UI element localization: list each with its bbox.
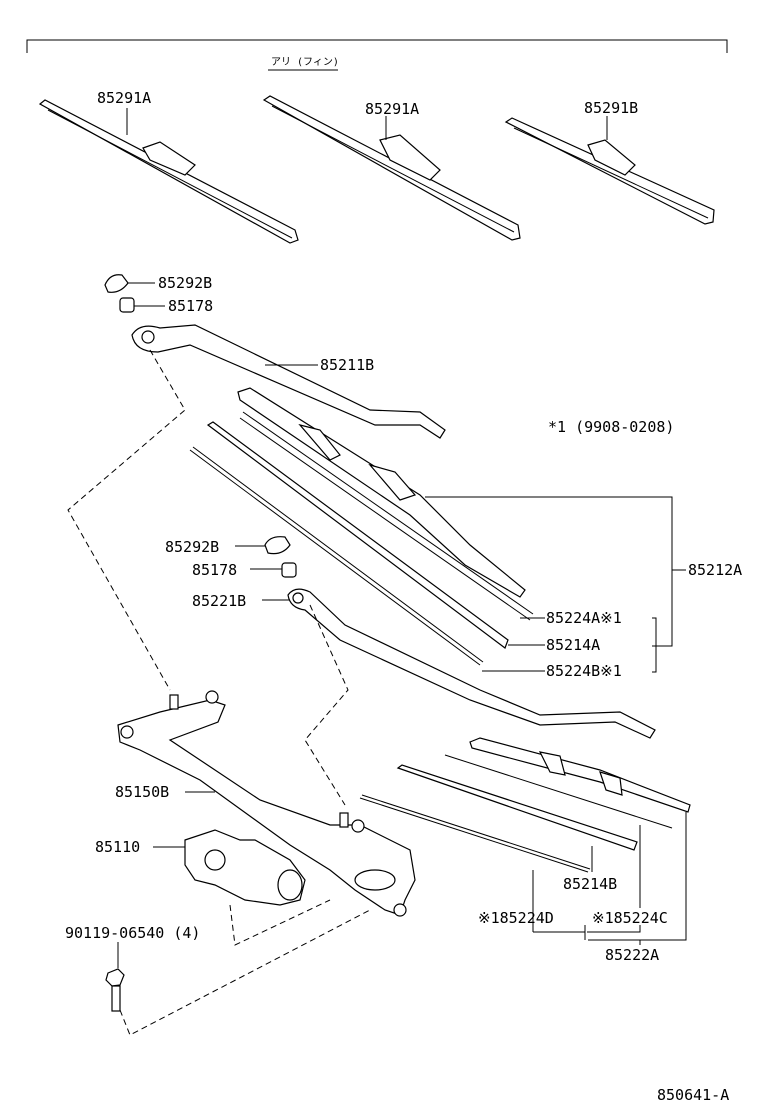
bracket-85212A [425, 496, 673, 647]
spring-strip-lower-c [444, 754, 673, 829]
dashed-link-upper-arm [67, 349, 186, 691]
wiper-arm-upper [131, 324, 446, 439]
label-85214B: 85214B [563, 875, 617, 893]
label-85224B: 85224B※1 [546, 662, 622, 680]
label-85110: 85110 [95, 838, 140, 856]
label-85291A-2: 85291A [365, 100, 419, 118]
nut-upper [119, 297, 135, 313]
wiper-arm-lower [287, 588, 656, 739]
nut-lower [281, 562, 297, 578]
label-85214A: 85214A [546, 636, 600, 654]
label-85224A: 85224A※1 [546, 609, 622, 627]
label-85222A: 85222A [605, 946, 659, 964]
label-90119: 90119-06540 (4) [65, 924, 200, 942]
frame-bracket [26, 39, 728, 53]
dashed-link-motor [229, 899, 331, 946]
wiper-blade-3 [504, 117, 715, 225]
label-85211B: 85211B [320, 356, 374, 374]
blade-rubber-upper [206, 421, 509, 649]
label-85212A: 85212A [688, 561, 742, 579]
bolt [105, 968, 125, 1012]
label-85291B: 85291B [584, 99, 638, 117]
wiper-blade-1 [38, 99, 299, 244]
bracket-85222A [588, 812, 687, 941]
header-note: アリ (フィン) [271, 57, 339, 68]
pivot-cap-lower [264, 536, 291, 555]
label-85150B: 85150B [115, 783, 169, 801]
label-85292B-upper: 85292B [158, 274, 212, 292]
blade-rubber-lower [396, 764, 638, 851]
label-85291A-1: 85291A [97, 89, 151, 107]
wiper-blade-2 [262, 95, 521, 241]
label-85224C: ※185224C [592, 909, 668, 927]
blade-assembly-upper [237, 387, 534, 621]
diagram-id: 850641-A [657, 1086, 729, 1104]
label-85221B: 85221B [192, 592, 246, 610]
spring-strip-lower-d [359, 797, 589, 873]
footnote-range: *1 (9908-0208) [548, 418, 674, 436]
label-85292B-lower: 85292B [165, 538, 219, 556]
pivot-cap-upper [104, 274, 129, 293]
wiper-motor [184, 829, 306, 906]
label-85178-upper: 85178 [168, 297, 213, 315]
blade-assembly-lower [469, 737, 691, 813]
wiper-link-assembly [117, 690, 416, 917]
spring-strip-upper [189, 449, 481, 666]
label-85178-lower: 85178 [192, 561, 237, 579]
label-85224D: ※185224D [478, 909, 554, 927]
